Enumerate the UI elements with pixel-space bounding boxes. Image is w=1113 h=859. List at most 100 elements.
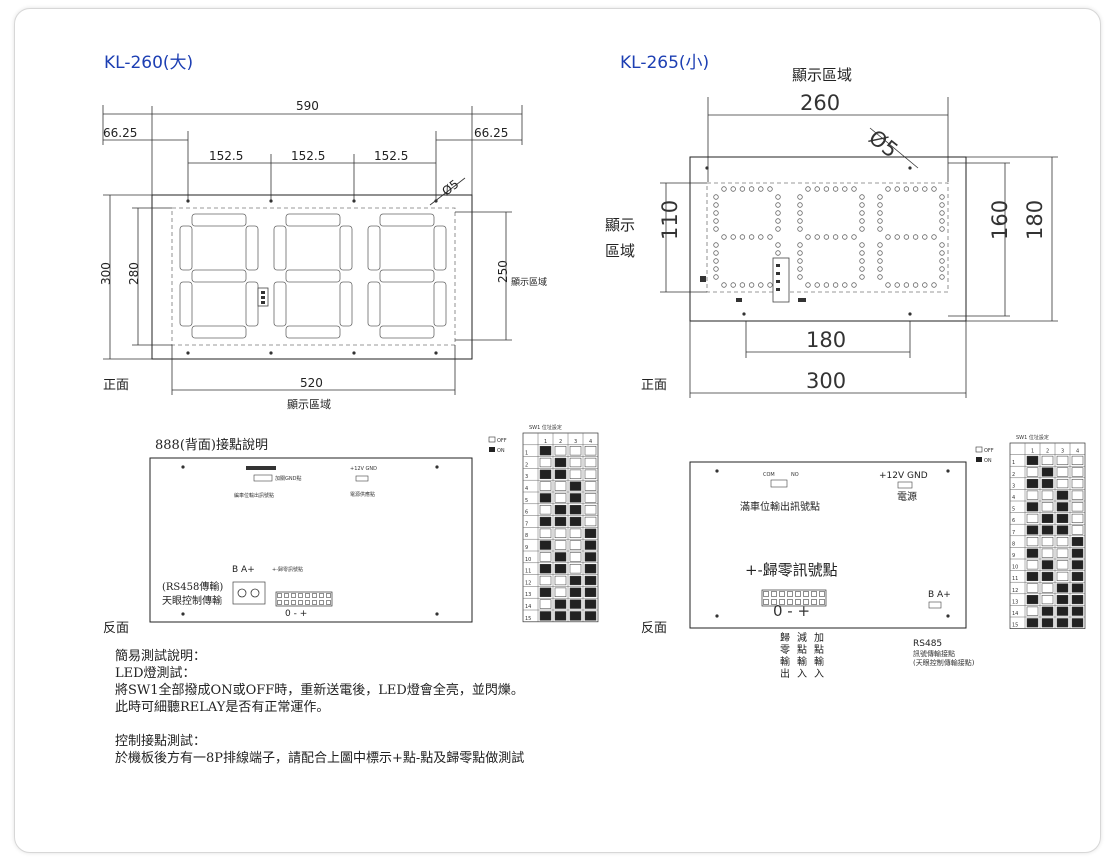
kl265-dim-outer-width: 300: [806, 369, 846, 393]
kl265-dim-inner-width: 180: [806, 328, 846, 352]
dim-height-inner: 280: [127, 262, 141, 285]
kl265-pwr-head: +12V GND: [879, 471, 928, 481]
kl260-mux-label: 編車位輸出訊號點: [234, 492, 274, 499]
kl265-zero-label: +-歸零訊號點: [745, 561, 838, 579]
sw-header-4: 4: [589, 439, 592, 445]
kl260-side-dimensions: [103, 194, 512, 395]
dim-side-left: 66.25: [103, 126, 137, 140]
dim-height-display: 250: [496, 260, 510, 283]
dim-total-width: 590: [296, 99, 319, 113]
sw-header-1: 1: [1031, 449, 1034, 455]
kl260-display-label-bottom: 顯示區域: [287, 398, 331, 411]
kl265-top-dimensions: [707, 97, 949, 182]
dim-pitch-3: 152.5: [374, 149, 408, 163]
sw-legend-off: OFF: [984, 448, 994, 454]
kl260-pm-label: 0 - +: [285, 609, 307, 619]
contact-col-1-char-1: 歸: [780, 631, 790, 644]
sw-row-8: 8: [525, 533, 528, 539]
contact-col-1-char-4: 出: [780, 667, 790, 680]
kl265-rs485-label: RS485: [913, 639, 942, 649]
sw-header-3: 3: [1061, 449, 1064, 455]
kl265-front-board: [689, 156, 967, 322]
kl265-no-label: NO: [791, 472, 799, 478]
kl260-back-title: 888(背面)接點說明: [155, 437, 268, 453]
sw-row-14: 14: [525, 604, 531, 610]
kl260-mount-holes: [186, 199, 438, 355]
kl260-ext-label: 天眼控制傳輸: [162, 594, 222, 607]
dim-side-right: 66.25: [474, 126, 508, 140]
kl260-title: KL-260(大): [104, 53, 193, 73]
kl260-back-label: 反面: [103, 621, 129, 636]
sw-header-2: 2: [559, 439, 562, 445]
sw-title: SW1 位址設定: [529, 424, 562, 431]
sw-row-1: 1: [525, 451, 528, 457]
dim-pitch-1: 152.5: [209, 149, 243, 163]
dim-display-width: 520: [300, 376, 323, 390]
kl260-ba-label: B A+: [232, 565, 255, 575]
sw-row-9: 9: [1012, 553, 1015, 559]
kl265-8p-header: [761, 589, 827, 607]
kl260-rs-label: (RS458傳輸): [162, 580, 223, 593]
kl265-front-label: 正面: [641, 378, 667, 393]
notes-line-6: 於機板後方有一8P排線端子，請配合上圖中標示+點-點及歸零點做測試: [115, 751, 525, 766]
dot-digit-3: [877, 186, 945, 288]
dot-digit-2: [797, 186, 865, 288]
sw-header-1: 1: [544, 439, 547, 445]
kl265-dim-height-display: 110: [658, 200, 682, 240]
sw-row-15: 15: [1012, 623, 1018, 629]
kl260-front-label: 正面: [103, 378, 129, 393]
kl265-display-label-top: 顯示區域: [792, 66, 852, 84]
kl260-zero-label: +-歸零訊號點: [272, 566, 303, 573]
sw-header-3: 3: [574, 439, 577, 445]
contact-col-2-char-2: 點: [797, 643, 807, 656]
content-card: [14, 8, 1101, 853]
kl260-front-board: [151, 194, 473, 360]
sw-row-11: 11: [525, 569, 531, 575]
kl265-display-area: [706, 182, 949, 293]
contact-col-3-char-1: 加: [814, 632, 824, 644]
sw-row-2: 2: [1012, 472, 1015, 478]
sw-row-13: 13: [1012, 599, 1018, 605]
kl265-mux-label: 滿車位輸出訊號點: [740, 500, 820, 513]
sw-row-11: 11: [1012, 576, 1018, 582]
sw-row-6: 6: [525, 510, 528, 516]
kl265-back-board: [689, 461, 967, 629]
sw-row-6: 6: [1012, 518, 1015, 524]
dim-pitch-2: 152.5: [291, 149, 325, 163]
contact-col-2-char-4: 入: [797, 669, 807, 680]
kl265-ba-label: B A+: [928, 590, 951, 600]
contact-col-2-char-3: 輸: [797, 655, 807, 668]
sw-legend-on: ON: [497, 448, 505, 454]
kl260-pwr-head: +12V GND: [350, 466, 377, 472]
kl265-rs485-sub: 訊號傳輸接點: [913, 649, 955, 658]
sw-row-3: 3: [525, 474, 528, 480]
sw-row-8: 8: [1012, 541, 1015, 547]
kl260-seven-segment-digits: [179, 213, 447, 339]
notes-line-1: 簡易測試說明：: [115, 649, 207, 664]
sw-row-5: 5: [1012, 507, 1015, 513]
sw-row-7: 7: [1012, 530, 1015, 536]
sw-header-2: 2: [1046, 449, 1049, 455]
sw-row-15: 15: [525, 616, 531, 622]
test-instructions: 簡易測試說明： LED燈測試： 將SW1全部撥成ON或OFF時，重新送電後，LE…: [115, 648, 524, 767]
digit-1: [179, 213, 259, 339]
kl260-gnd-label: 加關GND點: [275, 475, 301, 482]
contact-col-2-char-1: 減: [797, 631, 807, 644]
kl265-dot-matrix-digits: [713, 186, 945, 288]
kl265-dim-height-b: 180: [1023, 200, 1047, 240]
sw-row-12: 12: [1012, 588, 1018, 594]
kl265-dip-switch: [772, 257, 790, 303]
sw-row-9: 9: [525, 545, 528, 551]
dim-height-outer: 300: [99, 262, 113, 285]
sw-row-13: 13: [525, 592, 531, 598]
sw-row-4: 4: [525, 486, 528, 492]
kl265-pwr-label: 電源: [897, 490, 917, 503]
sw-legend-on: ON: [984, 458, 992, 464]
kl260-display-label-right: 顯示區域: [511, 276, 547, 288]
kl265-back-label: 反面: [641, 621, 667, 636]
contact-col-3-char-4: 入: [814, 669, 824, 680]
dot-digit-1: [713, 186, 781, 288]
digit-2: [273, 213, 353, 339]
sw-header-4: 4: [1076, 449, 1079, 455]
